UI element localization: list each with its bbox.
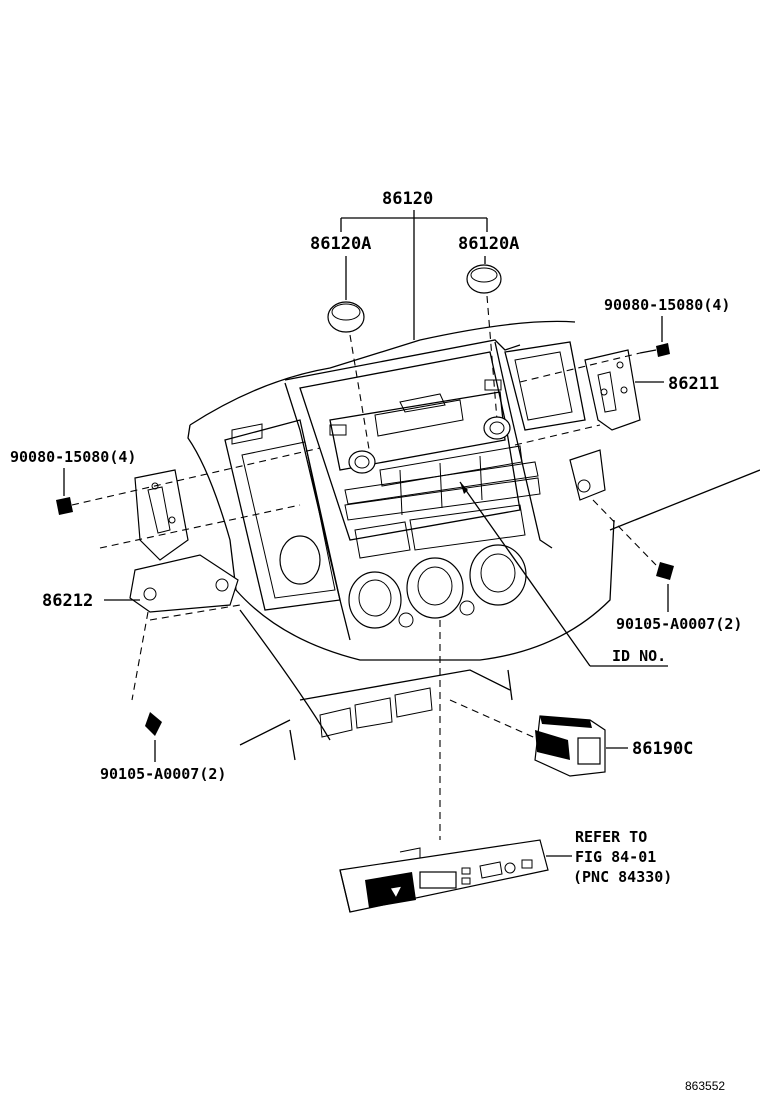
label-86211[interactable]: 86211 — [668, 374, 719, 394]
ref-line-3[interactable]: (PNC 84330) — [573, 868, 672, 886]
knob-cap-right — [466, 264, 502, 294]
label-86120[interactable]: 86120 — [382, 189, 433, 209]
instrument-panel — [187, 320, 760, 761]
knob-cap-left — [327, 301, 365, 333]
label-90105-a0007-right[interactable]: 90105-A0007(2) — [616, 615, 742, 633]
label-86120a-right[interactable]: 86120A — [458, 234, 519, 254]
bolt-90080-right — [639, 343, 670, 357]
label-id-no[interactable]: ID NO. — [612, 647, 666, 665]
bolt-90105-right — [592, 499, 674, 580]
ref-line-1[interactable]: REFER TO — [575, 828, 647, 846]
label-90080-15080-left[interactable]: 90080-15080(4) — [10, 448, 136, 466]
label-86120a-left[interactable]: 86120A — [310, 234, 371, 254]
label-86212[interactable]: 86212 — [42, 591, 93, 611]
hazard-switch-module — [339, 839, 549, 913]
bolt-90080-left — [56, 497, 73, 515]
switch-86190c — [534, 715, 606, 777]
bolt-90105-left — [145, 712, 162, 736]
figure-number: 863552 — [685, 1079, 725, 1093]
label-86190c[interactable]: 86190C — [632, 739, 693, 759]
bracket-86211 — [569, 349, 641, 501]
label-90080-15080-right[interactable]: 90080-15080(4) — [604, 296, 730, 314]
ref-line-2[interactable]: FIG 84-01 — [575, 848, 656, 866]
label-90105-a0007-left[interactable]: 90105-A0007(2) — [100, 765, 226, 783]
bracket-86212 — [129, 469, 239, 613]
radio-assembly-callout: 86120 86120A 86120A — [310, 189, 519, 340]
